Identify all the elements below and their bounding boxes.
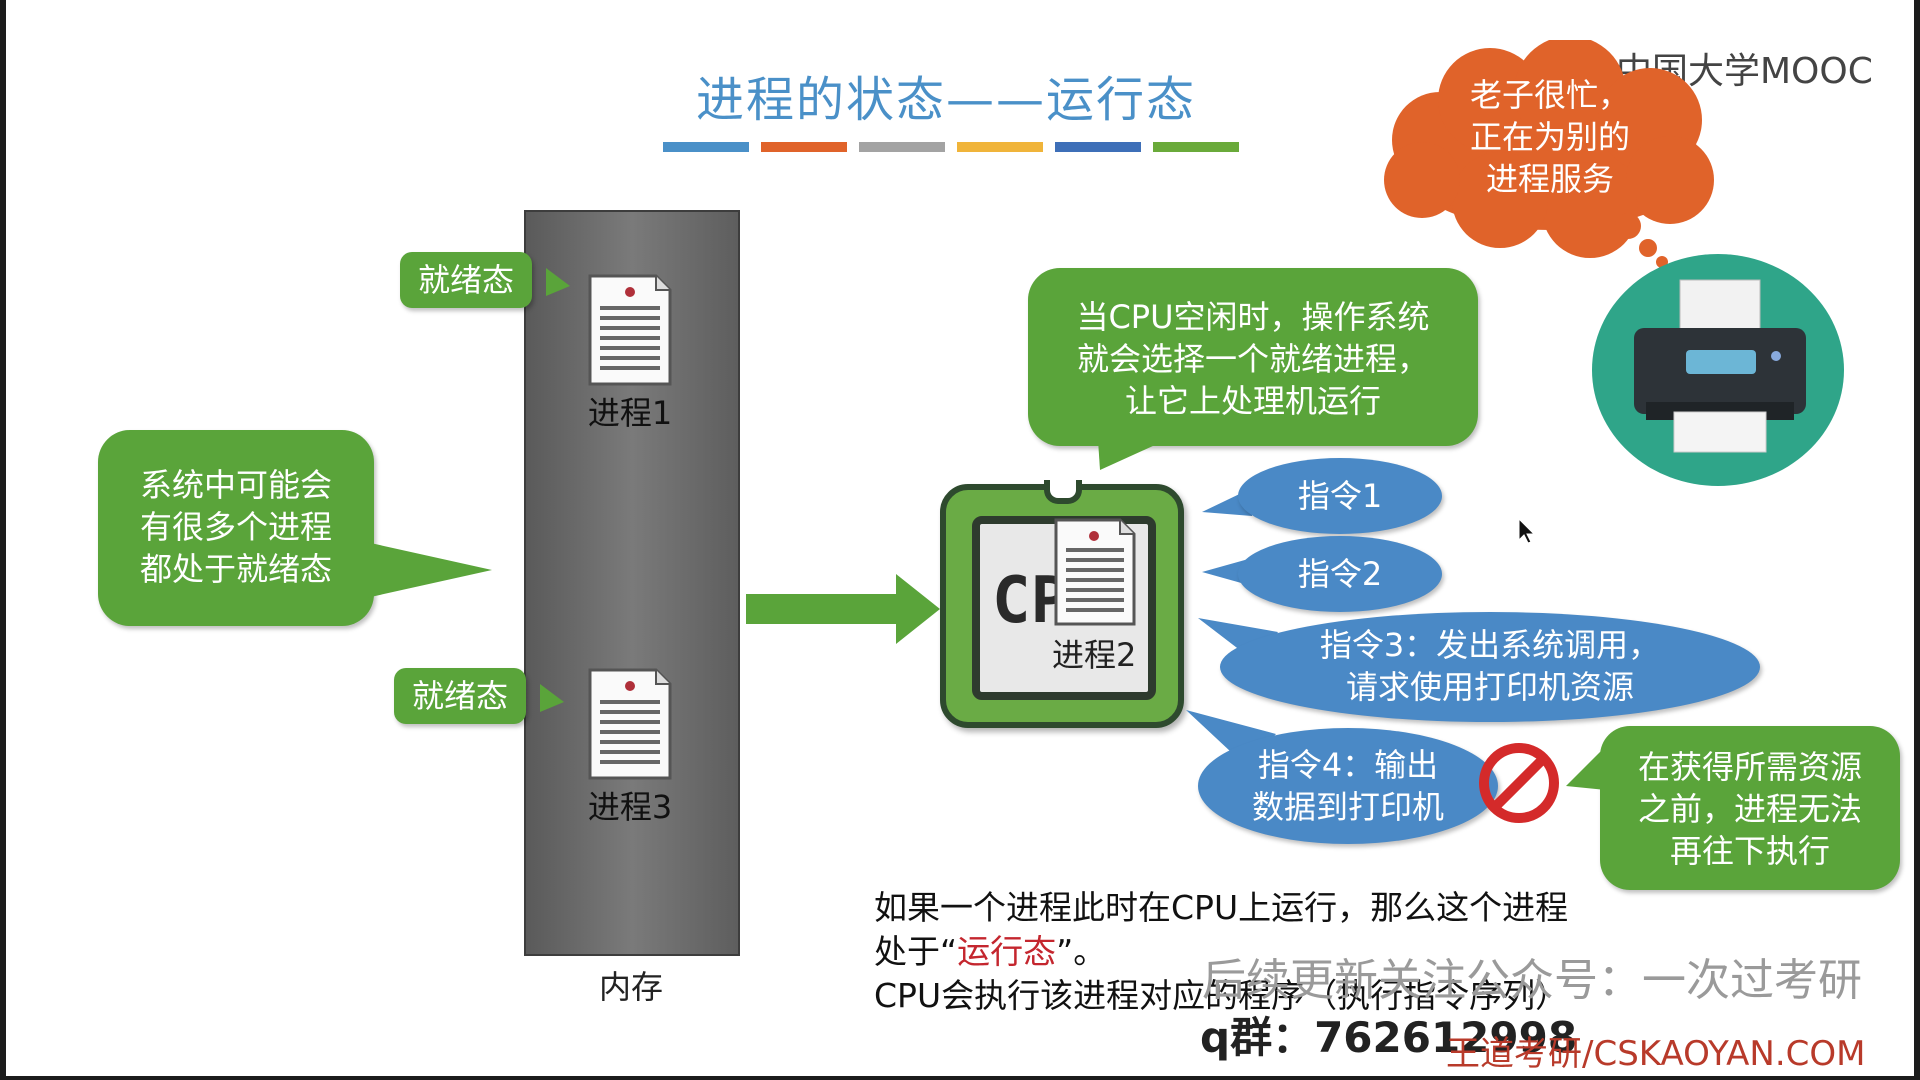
watermark-wechat: 后续更新关注公众号：一次过考研 bbox=[1202, 955, 1862, 1006]
ready-tag-1-pointer bbox=[546, 268, 570, 296]
instruction-4-line-2: 数据到打印机 bbox=[1251, 788, 1444, 826]
watermark-qq-group: q群：762612998 bbox=[1200, 1013, 1578, 1062]
top-callout: 当CPU空闲时，操作系统 就会选择一个就绪进程， 让它上处理机运行 bbox=[1028, 268, 1478, 446]
instruction-2-bubble: 指令2 bbox=[1238, 536, 1442, 612]
ready-state-tag-1: 就绪态 bbox=[400, 252, 533, 308]
prohibited-icon bbox=[1479, 743, 1559, 823]
slide: 进程的状态——运行态 中国大学MOOC 内存 就绪态 进程1 就绪态 bbox=[6, 0, 1914, 1076]
bottom-text: 如果一个进程此时在CPU上运行，那么这个进程 处于“运行态”。 CPU会执行该进… bbox=[874, 886, 1654, 1018]
cpu-chip-notch bbox=[1044, 480, 1082, 504]
slide-title: 进程的状态——运行态 bbox=[695, 72, 1196, 128]
right-callout: 在获得所需资源 之前，进程无法 再往下执行 bbox=[1600, 726, 1900, 890]
left-callout-pointer bbox=[366, 542, 492, 598]
watermark-cskaoyan: 王道考研/CSKAOYAN.COM bbox=[1446, 1034, 1866, 1074]
thought-dots bbox=[1615, 213, 1668, 268]
ready-state-tag-2-text: 就绪态 bbox=[412, 677, 509, 715]
right-callout-line-1: 在获得所需资源 bbox=[1637, 748, 1862, 786]
mouse-cursor-icon bbox=[1518, 518, 1536, 544]
ready-state-tag-1-text: 就绪态 bbox=[418, 261, 515, 299]
instruction-1-bubble: 指令1 bbox=[1238, 458, 1442, 534]
process-3-label: 进程3 bbox=[587, 788, 673, 826]
process-1-label: 进程1 bbox=[587, 394, 673, 432]
instruction-3-bubble: 指令3：发出系统调用， 请求使用打印机资源 bbox=[1220, 612, 1760, 722]
instruction-4-line-1: 指令4：输出 bbox=[1257, 746, 1439, 784]
thought-cloud bbox=[1384, 40, 1714, 258]
thought-cloud-line-2: 正在为别的 bbox=[1469, 118, 1630, 156]
instruction-4-bubble: 指令4：输出 数据到打印机 bbox=[1198, 728, 1498, 844]
left-callout: 系统中可能会 有很多个进程 都处于就绪态 bbox=[98, 430, 374, 626]
instruction-2-text: 指令2 bbox=[1297, 555, 1383, 593]
instruction-3-line-2: 请求使用打印机资源 bbox=[1345, 668, 1634, 706]
bottom-line-2-prefix: 处于“ bbox=[874, 932, 958, 971]
running-state-highlight: 运行态 bbox=[957, 932, 1057, 971]
thought-cloud-text: 老子很忙， 正在为别的 进程服务 bbox=[1410, 74, 1690, 200]
instruction-3-line-1: 指令3：发出系统调用， bbox=[1319, 626, 1661, 664]
process-1-document-icon bbox=[588, 274, 672, 386]
title-bar-2 bbox=[761, 142, 847, 152]
right-callout-line-2: 之前，进程无法 bbox=[1637, 790, 1862, 828]
title-bar-3 bbox=[859, 142, 945, 152]
arrow-right-icon bbox=[746, 574, 940, 644]
top-callout-line-3: 让它上处理机运行 bbox=[1124, 382, 1381, 420]
bottom-line-3: CPU会执行该进程对应的程序（执行指令序列） bbox=[874, 976, 1569, 1015]
bottom-line-2: 处于“运行态”。 bbox=[874, 930, 1654, 974]
bottom-line-1: 如果一个进程此时在CPU上运行，那么这个进程 bbox=[874, 888, 1569, 927]
ready-state-tag-2: 就绪态 bbox=[394, 668, 527, 724]
bottom-line-2-suffix: ”。 bbox=[1056, 932, 1107, 971]
memory-label: 内存 bbox=[598, 968, 663, 1006]
ready-tag-2-pointer bbox=[540, 684, 564, 712]
left-callout-line-3: 都处于就绪态 bbox=[139, 550, 332, 588]
left-callout-line-1: 系统中可能会 bbox=[139, 466, 332, 504]
title-bar-4 bbox=[957, 142, 1043, 152]
top-callout-line-2: 就会选择一个就绪进程， bbox=[1076, 340, 1429, 378]
title-bar-5 bbox=[1055, 142, 1141, 152]
left-callout-line-2: 有很多个进程 bbox=[139, 508, 332, 546]
right-callout-pointer bbox=[1566, 746, 1606, 790]
process-2-document-icon bbox=[1054, 518, 1136, 626]
top-callout-line-1: 当CPU空闲时，操作系统 bbox=[1076, 298, 1430, 336]
instruction-1-text: 指令1 bbox=[1297, 477, 1383, 515]
top-callout-pointer bbox=[1098, 440, 1166, 470]
thought-cloud-line-3: 进程服务 bbox=[1485, 160, 1614, 198]
printer-icon bbox=[1592, 254, 1844, 486]
title-bar-6 bbox=[1153, 142, 1239, 152]
process-3-document-icon bbox=[588, 668, 672, 780]
title-bar-1 bbox=[663, 142, 749, 152]
process-2-label: 进程2 bbox=[1052, 636, 1137, 674]
thought-cloud-line-1: 老子很忙， bbox=[1469, 76, 1630, 114]
right-callout-line-3: 再往下执行 bbox=[1669, 832, 1830, 870]
